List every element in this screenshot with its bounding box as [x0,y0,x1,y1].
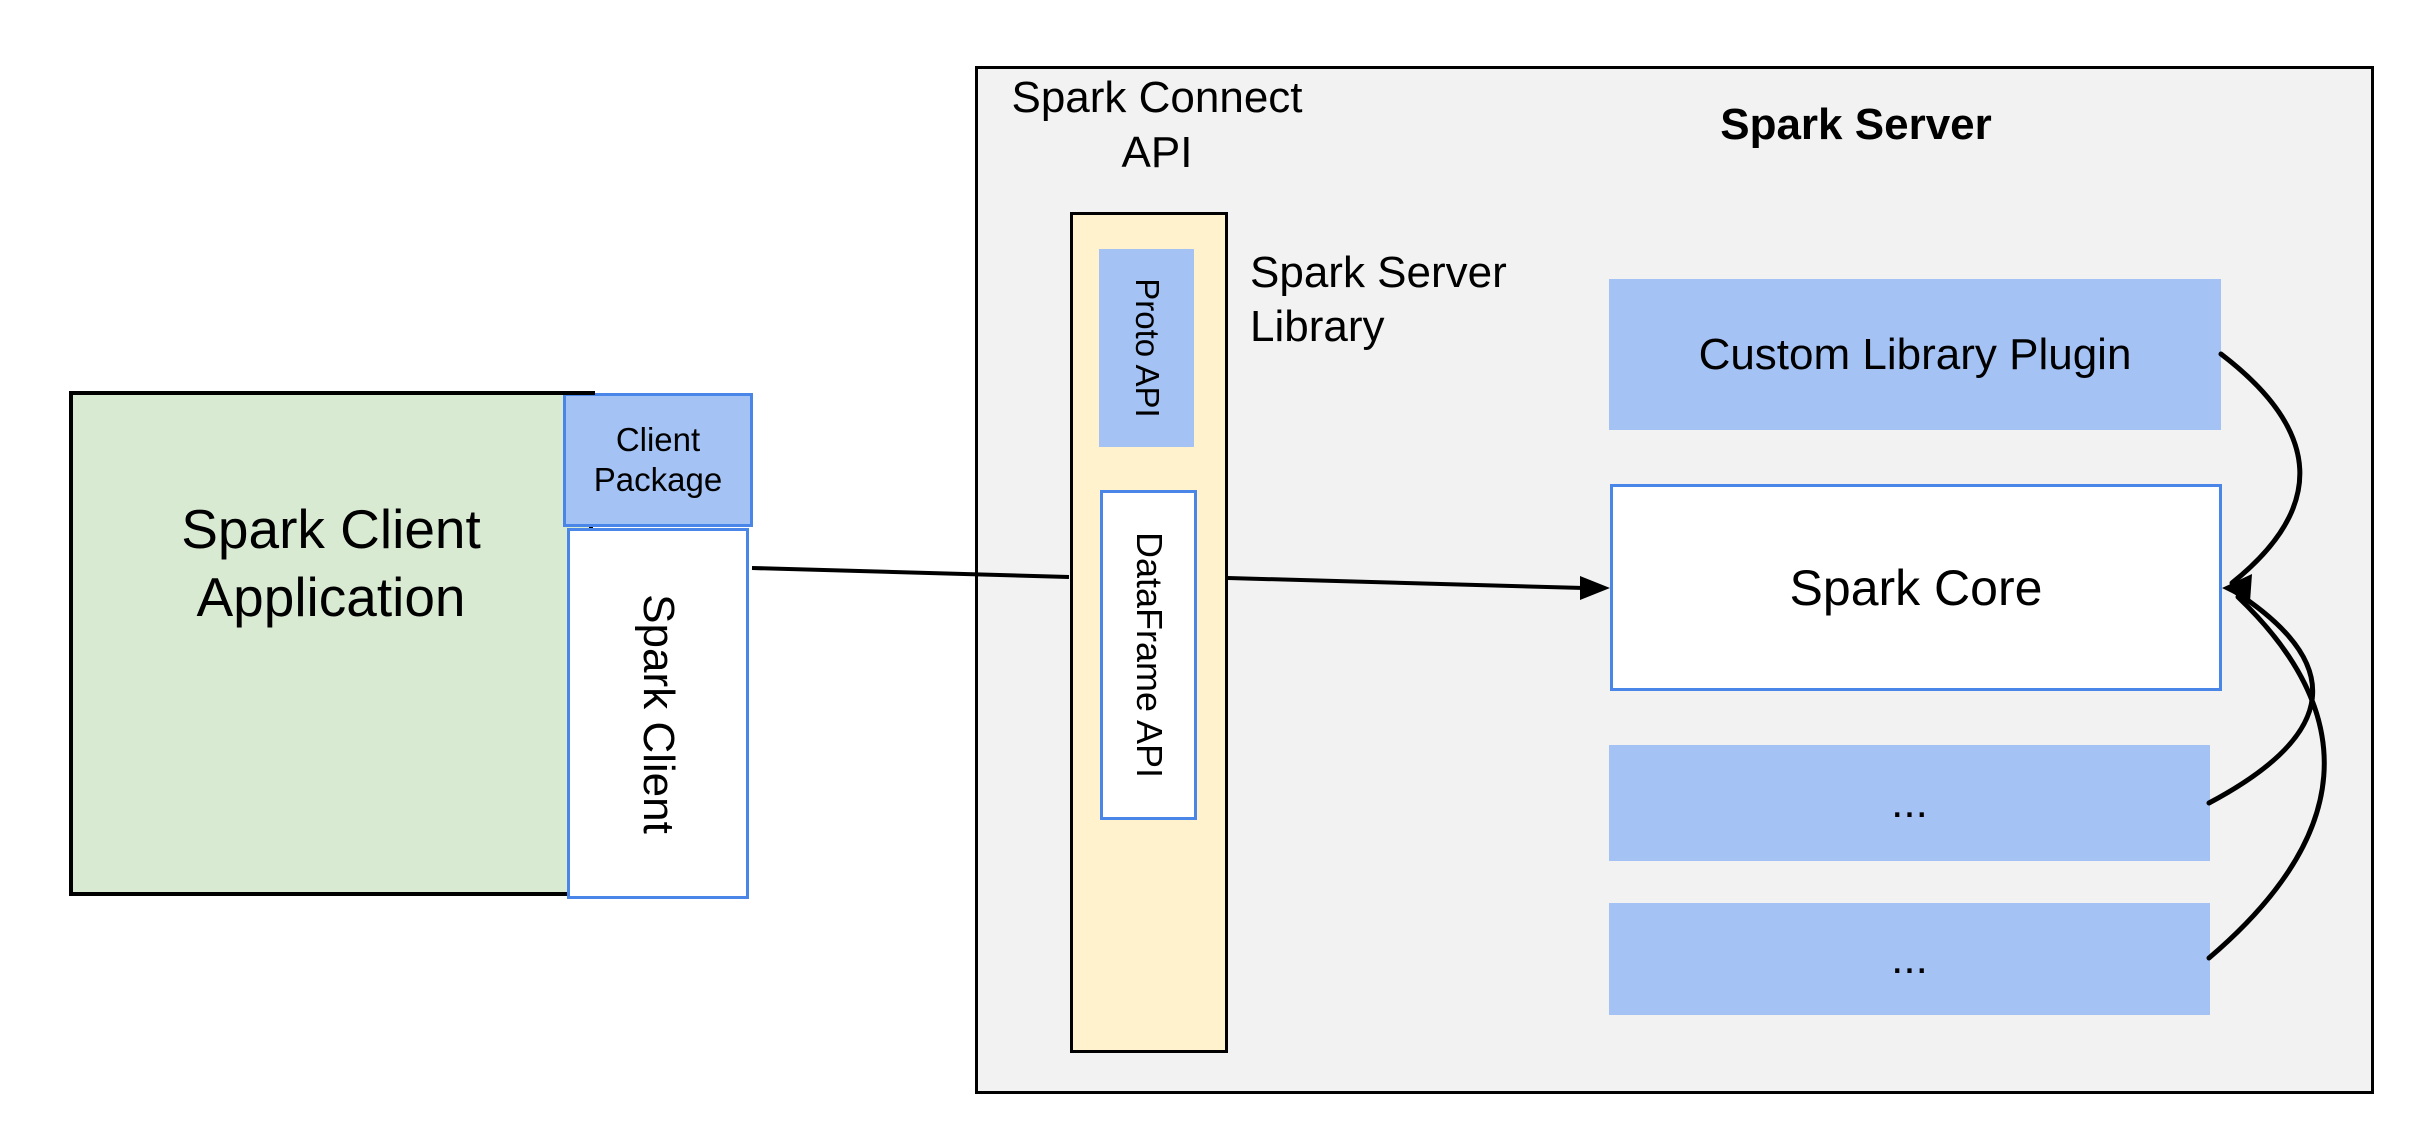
spark-connect-api-title-line1: Spark Connect [1011,73,1303,122]
dataframe-api-label: DataFrame API [1128,531,1170,779]
spark-client-box: Spark Client [567,528,749,899]
green-box-border-overlap [563,391,595,395]
client-package-box: Client Package [563,393,753,527]
spark-client-application-label-line1: Spark Client [181,498,481,560]
spark-connect-api-title: Spark Connect API [957,70,1357,180]
proto-api-box: Proto API [1099,249,1194,447]
spark-client-label: Spark Client [634,593,683,834]
spark-core-box: Spark Core [1610,484,2222,691]
dataframe-api-box: DataFrame API [1100,490,1197,820]
other-plugin-ellipsis-1: ... [1891,778,1928,827]
spark-server-library-label: Spark Server Library [1250,246,1507,354]
proto-api-label: Proto API [1128,278,1166,418]
other-plugin-box-1: ... [1609,745,2210,861]
spark-client-application-label-line2: Application [196,566,466,628]
spark-server-title: Spark Server [1720,100,1992,149]
spark-connect-api-title-line2: API [1121,128,1193,177]
custom-library-plugin-box: Custom Library Plugin [1609,279,2221,430]
client-package-label-line1: Client [615,421,701,458]
spark-core-label: Spark Core [1789,559,2043,616]
spark-client-application-box [69,391,593,896]
spark-server-library-label-line1: Spark Server [1250,248,1507,297]
client-package-label-line2: Package [593,461,723,498]
other-plugin-box-2: ... [1609,903,2210,1015]
spark-server-library-label-line2: Library [1250,302,1385,351]
client-package-label: Client Package [594,420,722,500]
spark-client-application-label: Spark Client Application [69,495,593,631]
other-plugin-ellipsis-2: ... [1891,934,1928,983]
custom-library-plugin-label: Custom Library Plugin [1698,329,2132,379]
